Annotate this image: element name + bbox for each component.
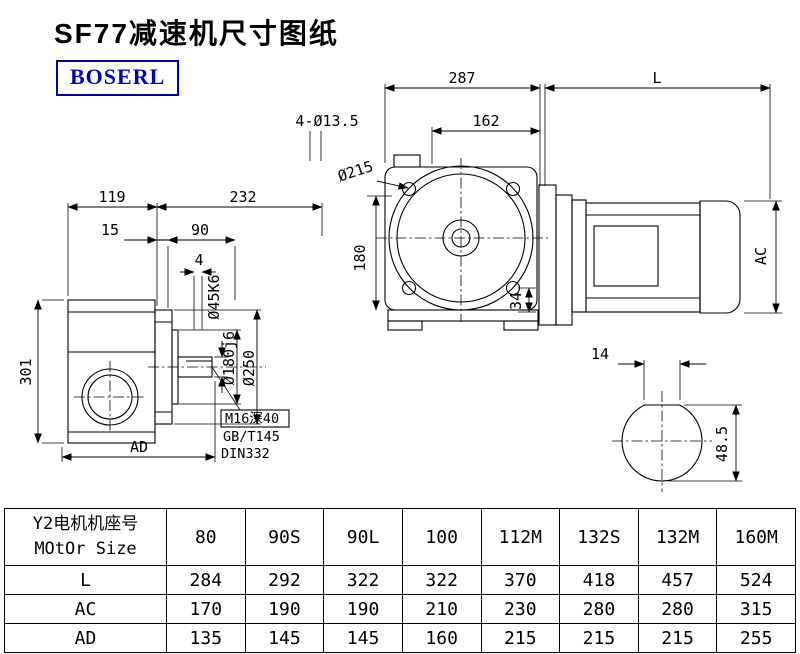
note-standard: GB/T145 xyxy=(223,429,280,445)
front-view-body xyxy=(376,154,548,331)
value-cell: 170 xyxy=(166,594,246,624)
size-header-90l: 90L xyxy=(323,508,403,566)
label-spigot-dia: Ø180j6 xyxy=(220,331,238,385)
value-cell: 160 xyxy=(401,623,482,653)
note-din: DIN332 xyxy=(221,446,270,462)
value-cell: 255 xyxy=(716,623,796,653)
table-row-AD: AD 135 145 145 160 215 215 215 255 xyxy=(4,623,796,653)
dim-180: 180 xyxy=(351,244,369,271)
page-title: SF77减速机尺寸图纸 xyxy=(54,18,339,49)
size-header-160m: 160M xyxy=(716,508,796,566)
table-row-AC: AC 170 190 190 210 230 280 280 315 xyxy=(4,594,796,624)
size-header-132s: 132S xyxy=(559,508,639,566)
dim-287: 287 xyxy=(448,69,475,87)
value-cell: 190 xyxy=(244,594,325,624)
value-cell: 145 xyxy=(323,623,403,653)
side-view-dimensions: 119 232 15 90 4 301 AD Ø45K6 xyxy=(17,188,323,462)
dim-bolt-holes: 4-Ø13.5 xyxy=(295,112,358,130)
header-line-en: MOtOr Size xyxy=(34,539,137,559)
value-cell: 210 xyxy=(401,594,482,624)
value-cell: 322 xyxy=(401,565,482,595)
row-label-AC: AC xyxy=(4,594,167,624)
size-header-112m: 112M xyxy=(480,508,561,566)
size-header-80: 80 xyxy=(166,508,246,566)
dim-232: 232 xyxy=(229,188,256,206)
row-label-AD: AD xyxy=(4,623,167,653)
value-cell: 230 xyxy=(480,594,561,624)
size-header-100: 100 xyxy=(401,508,482,566)
dim-key-height: 48.5 xyxy=(713,426,731,462)
value-cell: 215 xyxy=(480,623,561,653)
label-shaft-dia: Ø45K6 xyxy=(205,274,223,319)
shaft-section xyxy=(612,391,712,492)
value-cell: 370 xyxy=(480,565,561,595)
dim-AC: AC xyxy=(752,247,770,265)
motor-dimensions: AC xyxy=(744,200,782,314)
dim-flange-bore: Ø215 xyxy=(335,157,375,185)
size-header-90s: 90S xyxy=(244,508,325,566)
dim-ad: AD xyxy=(130,438,148,456)
value-cell: 524 xyxy=(716,565,796,595)
table-header-motor-size: Y2电机机座号 MOtOr Size xyxy=(4,508,167,566)
dim-key-width: 14 xyxy=(591,345,609,363)
value-cell: 135 xyxy=(166,623,246,653)
header-line-cn: Y2电机机座号 xyxy=(32,514,139,535)
dim-162: 162 xyxy=(472,112,499,130)
value-cell: 280 xyxy=(637,594,718,624)
note-tap-hole: M16深40 xyxy=(225,411,279,427)
value-cell: 190 xyxy=(323,594,403,624)
value-cell: 280 xyxy=(559,594,639,624)
value-cell: 145 xyxy=(244,623,325,653)
dim-301: 301 xyxy=(17,358,35,385)
value-cell: 292 xyxy=(244,565,325,595)
dim-119: 119 xyxy=(98,188,125,206)
technical-drawing: 119 232 15 90 4 301 AD Ø45K6 xyxy=(17,69,782,492)
value-cell: 457 xyxy=(637,565,718,595)
value-cell: 215 xyxy=(559,623,639,653)
value-cell: 315 xyxy=(716,594,796,624)
row-label-L: L xyxy=(4,565,167,595)
dim-34: 34 xyxy=(507,292,525,310)
dim-15: 15 xyxy=(101,221,119,239)
dim-4: 4 xyxy=(194,251,203,269)
shaft-section-dimensions: 14 48.5 xyxy=(591,345,742,482)
value-cell: 215 xyxy=(637,623,718,653)
label-flange-dia: Ø250 xyxy=(240,350,258,386)
motor-size-table: Y2电机机座号 MOtOr Size 80 90S 90L 100 112M 1… xyxy=(4,508,796,653)
brand-logo: BOSERL xyxy=(56,60,180,96)
value-cell: 418 xyxy=(559,565,639,595)
dim-L: L xyxy=(652,69,661,87)
size-header-132m: 132M xyxy=(637,508,718,566)
motor-body xyxy=(538,184,741,326)
value-cell: 284 xyxy=(166,565,246,595)
value-cell: 322 xyxy=(323,565,403,595)
front-view-dimensions: 287 L 162 4-Ø13.5 Ø215 180 34 xyxy=(295,69,771,313)
table-row-L: L 284 292 322 322 370 418 457 524 xyxy=(4,565,796,595)
dim-90: 90 xyxy=(191,221,209,239)
